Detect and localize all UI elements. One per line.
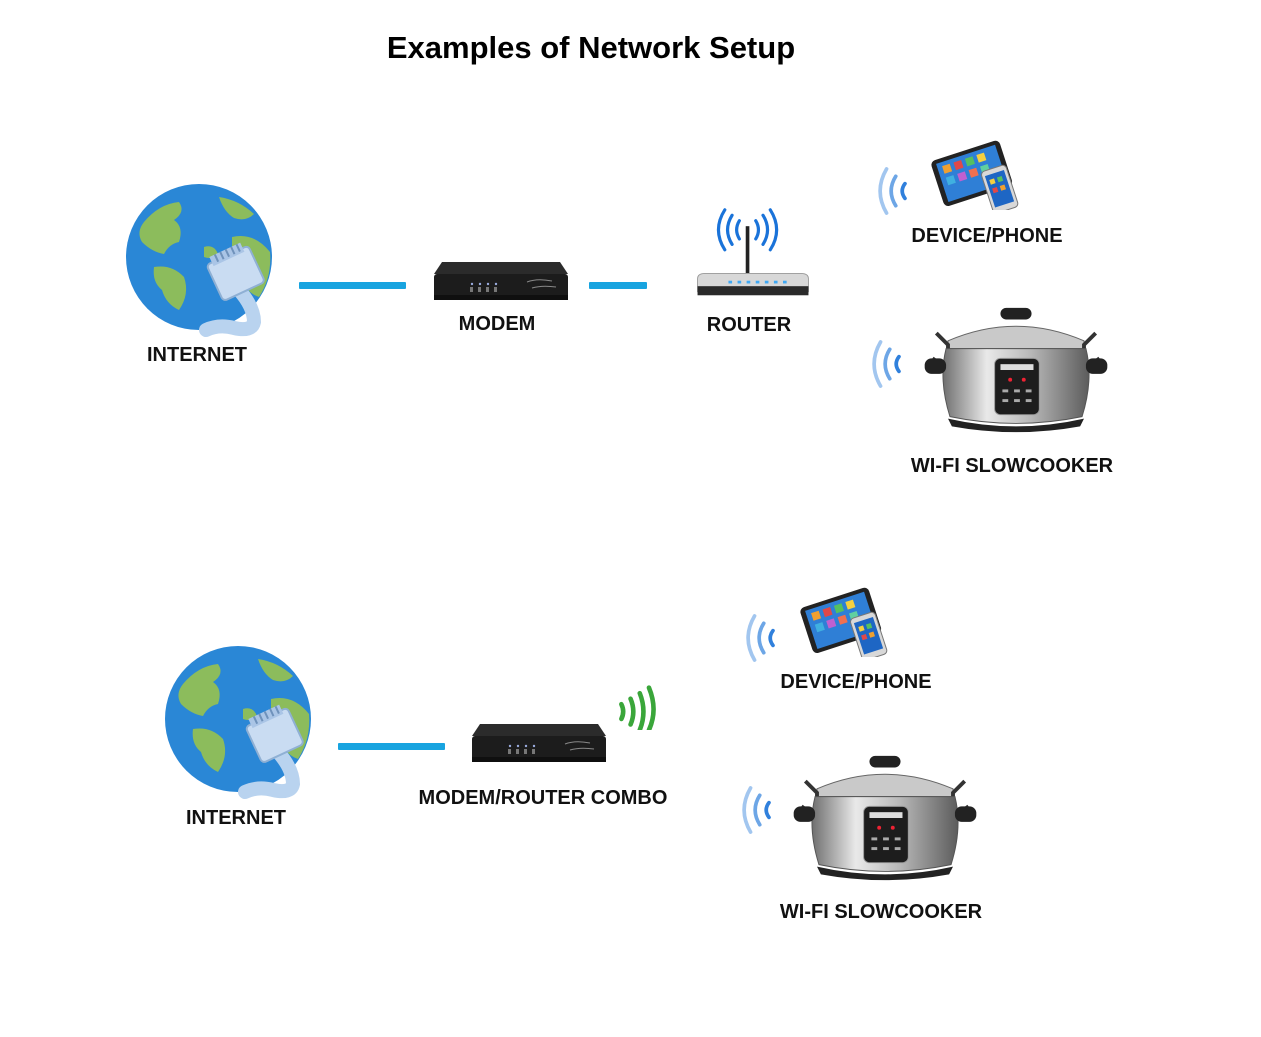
wifi-signal-icon [612, 684, 662, 730]
router-label: ROUTER [706, 314, 792, 336]
wifi-router-icon [688, 208, 818, 308]
wifi-signal-icon [734, 782, 780, 838]
device-phone-label: DEVICE/PHONE [911, 225, 1063, 247]
internet-label: INTERNET [147, 344, 247, 366]
internet-label: INTERNET [186, 807, 286, 829]
tablet-phone-icon [928, 138, 1028, 210]
internet-globe-icon [124, 182, 284, 342]
connection-line [589, 282, 647, 289]
modem-router-combo-label: MODEM/ROUTER COMBO [418, 787, 668, 809]
modem-router-combo-icon [470, 716, 610, 766]
slow-cooker-icon [787, 750, 983, 886]
modem-icon [432, 254, 572, 304]
connection-line [299, 282, 406, 289]
tablet-phone-icon [797, 585, 897, 657]
device-phone-label: DEVICE/PHONE [780, 671, 932, 693]
wifi-signal-icon [864, 336, 910, 392]
wifi-signal-icon [738, 610, 784, 666]
slow-cooker-icon [918, 302, 1114, 438]
slowcooker-label: WI-FI SLOWCOOKER [910, 455, 1114, 477]
internet-globe-icon [163, 644, 323, 804]
wifi-signal-icon [870, 163, 916, 219]
slowcooker-label: WI-FI SLOWCOOKER [779, 901, 983, 923]
diagram-title: Examples of Network Setup [386, 30, 796, 65]
modem-label: MODEM [458, 313, 536, 335]
connection-line [338, 743, 445, 750]
